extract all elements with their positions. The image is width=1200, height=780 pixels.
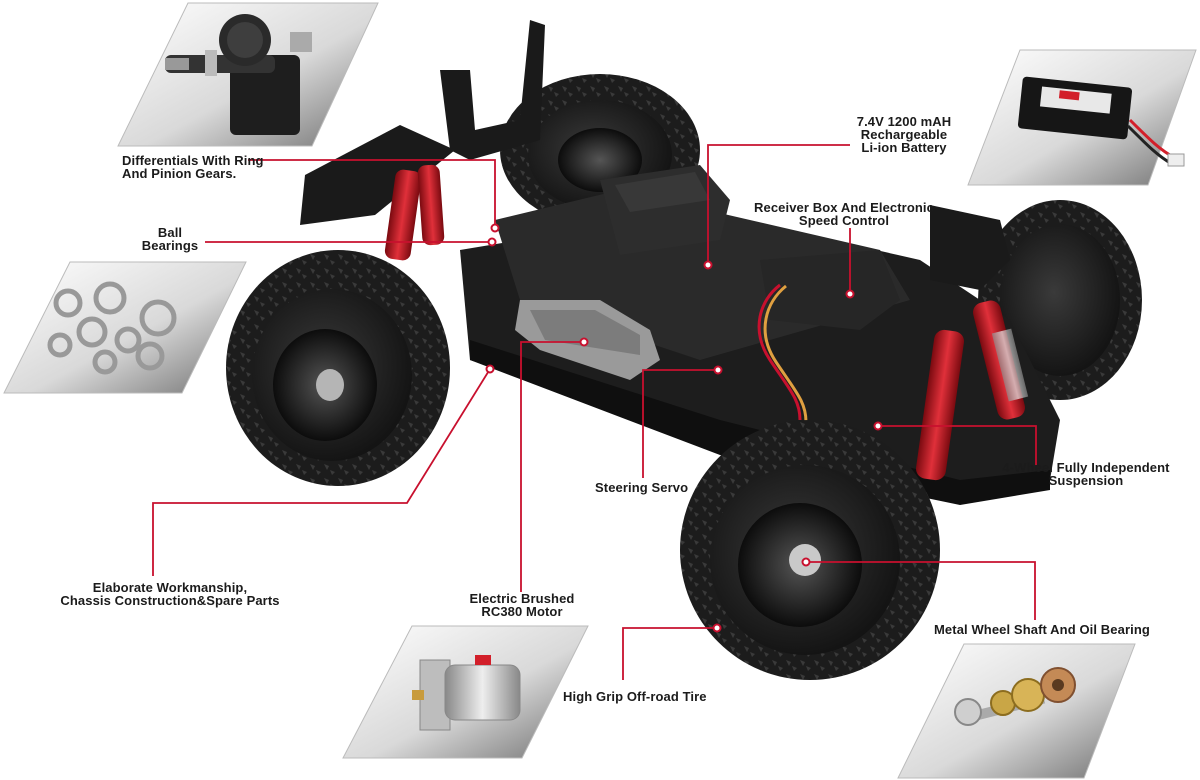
workmanship-label: Elaborate Workmanship, Chassis Construct…: [60, 580, 280, 608]
callout-lines: [152, 144, 1037, 680]
callout-motor: [520, 341, 584, 592]
callout-wheel-shaft: [806, 561, 1036, 620]
front-right-tire: [680, 420, 940, 680]
motor-image: [412, 655, 521, 731]
callout-dots: [485, 223, 883, 633]
callout-battery: [707, 144, 850, 265]
battery-label: 7.4V 1200 mAH Rechargeable Li-ion Batter…: [856, 114, 952, 155]
differentials-label: Differentials With Ring And Pinion Gears…: [122, 153, 264, 181]
chassis-tub: [300, 20, 1060, 505]
differential-gear-image: [165, 14, 312, 135]
battery-pack-image: [1017, 76, 1185, 167]
front-shock-left: [384, 164, 445, 261]
suspension-label: 4-Wheel Fully Independent Suspension: [1002, 460, 1170, 488]
rear-shock-right: [916, 300, 1029, 481]
ball-bearings-image: [47, 281, 177, 375]
motor-inset: [342, 625, 589, 759]
wheel-shaft-inset: [897, 643, 1136, 779]
motor-label: Electric Brushed RC380 Motor: [469, 591, 575, 619]
wheel-shaft-image: [954, 667, 1076, 726]
callout-workmanship: [152, 368, 491, 576]
wheel-shaft-label: Metal Wheel Shaft And Oil Bearing: [934, 622, 1150, 637]
ball-bearings-label: Ball Bearings: [141, 225, 199, 253]
rc-truck: [226, 20, 1142, 680]
callout-suspension: [878, 425, 1037, 465]
ball-bearings-inset: [3, 261, 247, 394]
front-left-tire: [226, 250, 450, 486]
callout-differentials: [248, 159, 496, 228]
steering-servo-label: Steering Servo: [595, 480, 689, 495]
callout-steering-servo: [642, 369, 718, 478]
tire-label: High Grip Off-road Tire: [563, 689, 707, 704]
differential-gear-inset: [117, 2, 379, 147]
callout-tire: [622, 627, 717, 680]
battery-pack-inset: [967, 49, 1197, 186]
receiver-label: Receiver Box And Electronic Speed Contro…: [754, 200, 934, 228]
